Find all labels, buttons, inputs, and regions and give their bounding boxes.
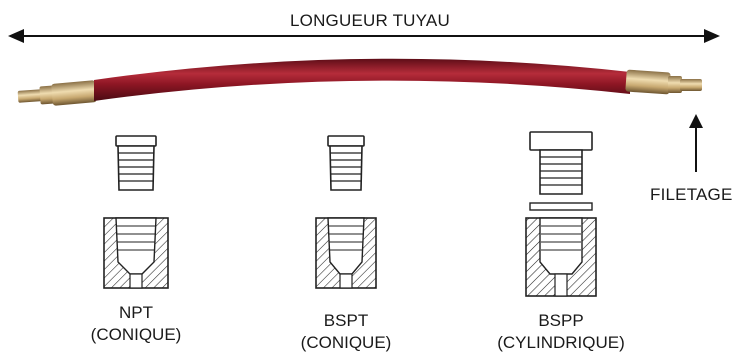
- bspp-female-port: [526, 218, 596, 296]
- thread-arrow: [689, 114, 703, 172]
- bspt-male-thread: [328, 136, 364, 190]
- fitting-name: NPT: [86, 302, 186, 324]
- fitting-caption-bspp: BSPP (CYLINDRIQUE): [486, 310, 636, 354]
- bspt-female-port: [316, 218, 376, 288]
- fitting-caption-npt: NPT (CONIQUE): [86, 302, 186, 346]
- left-hose-fitting: [18, 80, 97, 106]
- hose-length-arrow: [8, 29, 720, 43]
- hose-length-label: LONGUEUR TUYAU: [290, 12, 450, 29]
- fitting-name: BSPT: [296, 310, 396, 332]
- fitting-type: (CONIQUE): [296, 332, 396, 354]
- fitting-type: (CONIQUE): [86, 324, 186, 346]
- right-hose-fitting: [625, 69, 702, 94]
- npt-fitting-diagram: [104, 136, 168, 288]
- fitting-name: BSPP: [486, 310, 636, 332]
- bspp-sealing-washer: [530, 203, 592, 210]
- hydraulic-hose: [18, 59, 702, 106]
- npt-female-port: [104, 218, 168, 288]
- bspt-fitting-diagram: [316, 136, 376, 288]
- thread-label: FILETAGE: [650, 186, 733, 203]
- bspp-male-thread: [530, 132, 592, 194]
- fitting-type: (CYLINDRIQUE): [486, 332, 636, 354]
- npt-male-thread: [116, 136, 156, 190]
- bspp-fitting-diagram: [526, 132, 596, 296]
- fitting-caption-bspt: BSPT (CONIQUE): [296, 310, 396, 354]
